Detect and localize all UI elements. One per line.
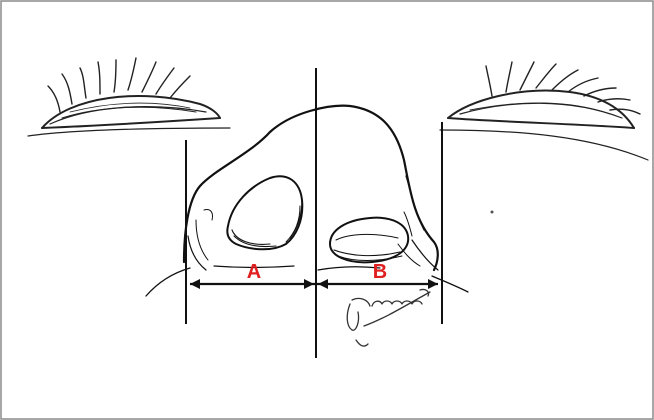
label-a: A — [247, 261, 261, 283]
label-b: B — [373, 261, 387, 283]
stray-dot — [491, 211, 494, 214]
